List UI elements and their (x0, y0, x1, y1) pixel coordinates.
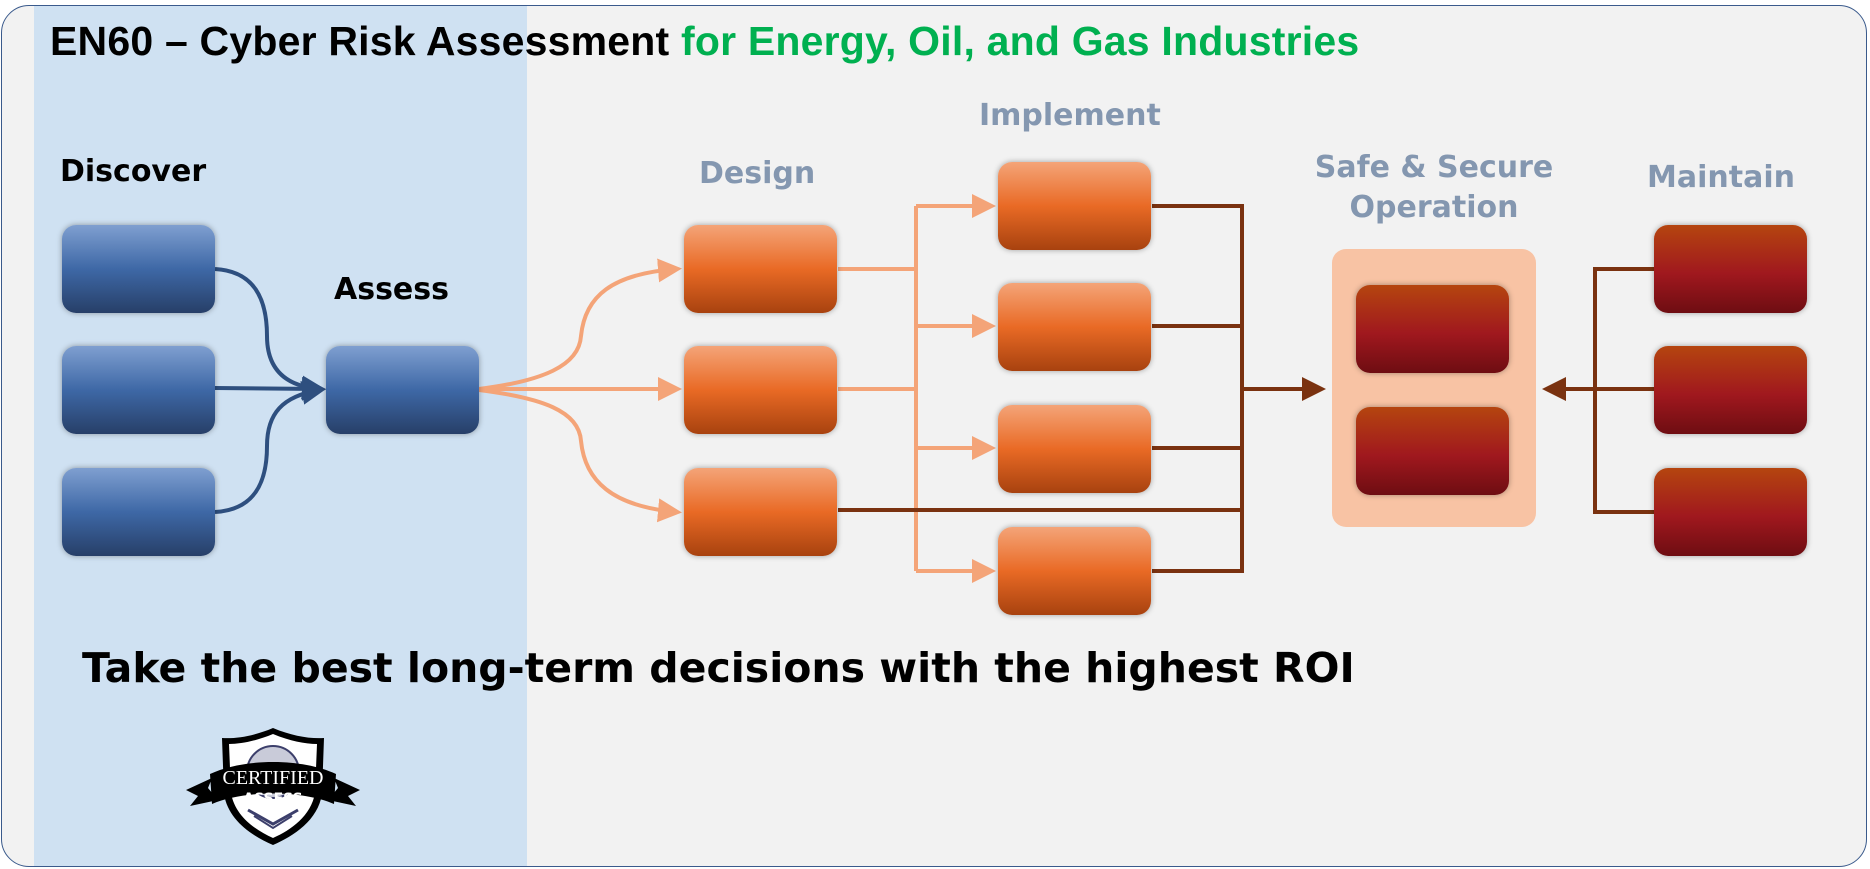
slide-frame: EN60 – Cyber Risk Assessment for Energy,… (1, 5, 1867, 867)
discover-box-3 (62, 468, 215, 556)
implement-box-2 (998, 283, 1151, 371)
design-box-2 (684, 346, 837, 434)
operation-box-2 (1356, 407, 1509, 495)
stage-label-maintain: Maintain (1647, 160, 1795, 195)
discover-box-1 (62, 225, 215, 313)
operation-box-1 (1356, 285, 1509, 373)
title-accent: for Energy, Oil, and Gas Industries (681, 18, 1360, 64)
assess-box (326, 346, 479, 434)
design-box-1 (684, 225, 837, 313)
maintain-box-3 (1654, 468, 1807, 556)
tagline: Take the best long-term decisions with t… (82, 644, 1355, 692)
stage-label-design: Design (699, 156, 816, 191)
stage-label-operation: Safe & Secure Operation (1290, 148, 1578, 228)
title-main: EN60 – Cyber Risk Assessment (50, 18, 681, 64)
maintain-box-2 (1654, 346, 1807, 434)
page-title: EN60 – Cyber Risk Assessment for Energy,… (50, 18, 1359, 65)
design-box-3 (684, 468, 837, 556)
implement-box-1 (998, 162, 1151, 250)
implement-box-3 (998, 405, 1151, 493)
operation-label-line1: Safe & Secure (1314, 150, 1554, 185)
discover-assess-panel (34, 6, 527, 866)
discover-to-assess-connectors (214, 267, 326, 514)
maintain-box-1 (1654, 225, 1807, 313)
certified-assess-badge-icon: CERTIFIED ASSESS (186, 728, 360, 845)
connector-lines (214, 194, 1654, 583)
stage-label-assess: Assess (334, 272, 449, 307)
badge-top-text: CERTIFIED (222, 767, 323, 789)
stage-label-discover: Discover (60, 154, 207, 189)
discover-box-2 (62, 346, 215, 434)
operation-label-line2: Operation (1349, 190, 1519, 225)
stage-label-implement: Implement (979, 98, 1161, 133)
badge-bottom-text: ASSESS (243, 791, 302, 807)
implement-box-4 (998, 527, 1151, 615)
